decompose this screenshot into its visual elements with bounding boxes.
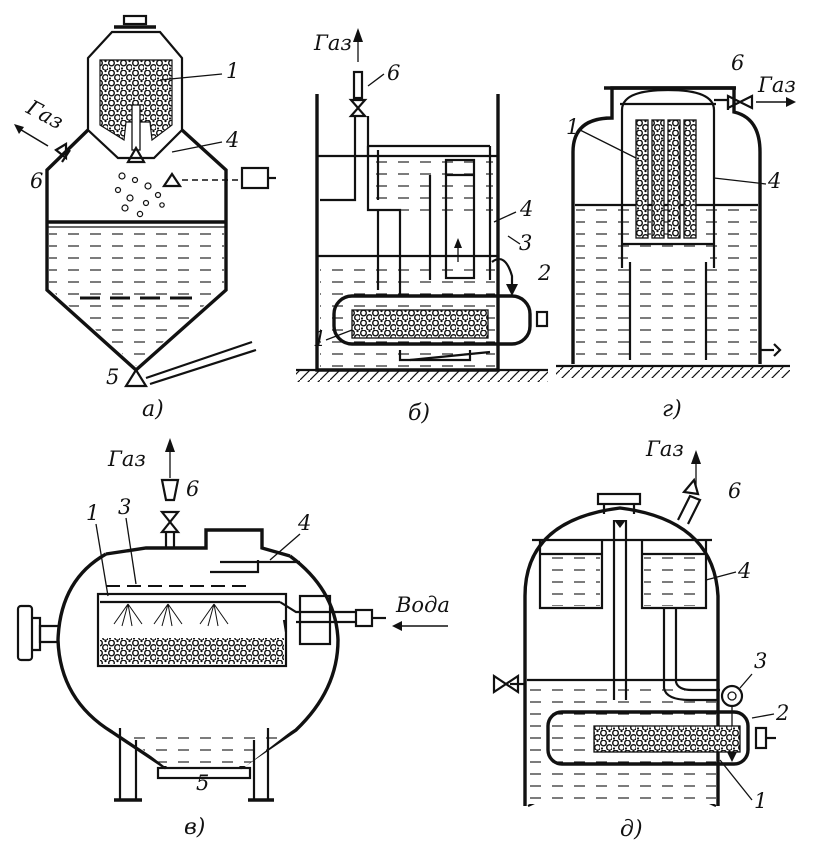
feed-cone — [126, 145, 146, 164]
caption-v: в) — [184, 815, 205, 840]
label-b-3: 3 — [519, 231, 532, 255]
label-g-4: 4 — [767, 169, 781, 193]
reactor-d — [546, 710, 750, 766]
label-b-2: 2 — [537, 261, 551, 285]
gas-label-d: Газ — [645, 437, 684, 461]
panel-v: Газ 6 Вода 1 — [16, 438, 450, 840]
label-v-4: 4 — [297, 511, 311, 535]
generator-vessel-d — [523, 506, 720, 806]
valve-d-3 — [720, 684, 744, 708]
label-g-1: 1 — [566, 115, 579, 139]
gas-valve-b — [348, 98, 368, 118]
carbide-tray-b — [351, 309, 489, 339]
panel-g: Газ 6 1 4 г) — [556, 51, 796, 422]
top-cap — [122, 14, 148, 26]
label-d-6: 6 — [728, 479, 741, 503]
label-a-6: 6 — [30, 169, 43, 193]
panel-a: Газ 1 4 6 5 а) — [14, 14, 276, 422]
caption-d: д) — [620, 817, 643, 842]
panel-b: Газ 6 3 2 4 1 б) — [296, 28, 551, 426]
label-v-6: 6 — [186, 477, 199, 501]
carbide-bed-v — [100, 638, 284, 664]
label-a-5: 5 — [106, 365, 119, 389]
label-d-1: 1 — [754, 789, 767, 813]
gas-label-g: Газ — [757, 73, 796, 97]
sludge-v — [120, 732, 290, 766]
carbide-hopper — [86, 30, 184, 160]
gas-valve-g — [726, 94, 754, 110]
water-label-v: Вода — [395, 593, 450, 617]
carbide-granules — [99, 59, 173, 142]
generator-vessel-v — [56, 552, 340, 770]
label-g-6: 6 — [731, 51, 744, 75]
falling-carbide — [114, 172, 165, 218]
caption-b: б) — [408, 401, 430, 426]
label-b-6: 6 — [387, 61, 400, 85]
legs-v — [118, 728, 270, 800]
label-d-3: 3 — [754, 649, 767, 673]
label-d-2: 2 — [775, 701, 789, 725]
gas-label-a: Газ — [22, 95, 68, 134]
label-b-4: 4 — [519, 197, 533, 221]
drain-valve-d — [492, 673, 520, 695]
label-d-4: 4 — [737, 559, 751, 583]
gas-valve-a — [54, 142, 68, 161]
label-v-3: 3 — [118, 495, 131, 519]
gas-label-v: Газ — [107, 447, 146, 471]
caption-a: а) — [142, 397, 164, 422]
carbide-cartridges — [635, 119, 697, 239]
panel-d: Газ 6 3 2 1 — [492, 437, 789, 842]
reactor-b — [332, 294, 532, 346]
side-hatch-v — [16, 604, 34, 662]
water-compartment-right — [640, 540, 708, 610]
label-v-5: 5 — [196, 771, 209, 795]
label-v-1: 1 — [86, 501, 99, 525]
valve-b-3 — [491, 258, 514, 290]
label-b-1: 1 — [313, 327, 326, 351]
water-a — [49, 225, 224, 366]
gas-bell-b — [320, 116, 492, 295]
label-a-1: 1 — [226, 59, 239, 83]
spray-nozzles — [113, 603, 229, 627]
gas-bell-g — [620, 88, 716, 268]
drain-valve — [124, 367, 148, 388]
carbide-tray-d — [593, 725, 741, 753]
gas-valve-v — [159, 510, 181, 534]
water-compartment-left — [538, 540, 604, 610]
caption-g: г) — [662, 397, 682, 422]
gas-label-b: Газ — [313, 31, 352, 55]
dispenser-motor — [240, 166, 270, 190]
label-a-4: 4 — [225, 128, 239, 152]
